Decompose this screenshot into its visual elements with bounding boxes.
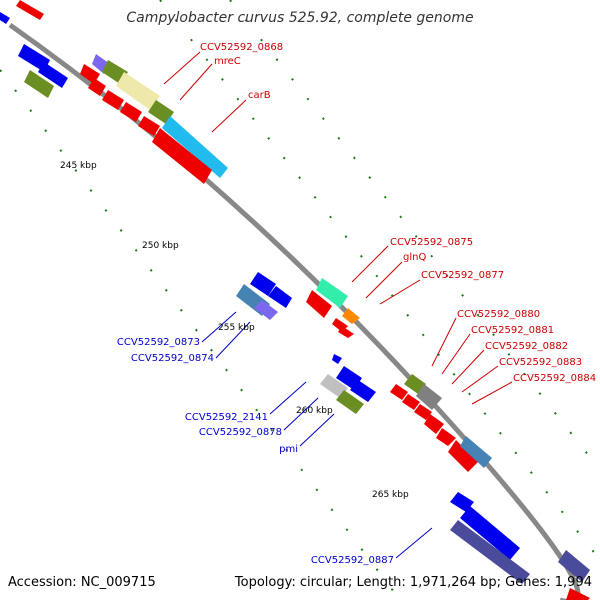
gene-block — [24, 70, 54, 98]
gene-label: CCV52592_2141 — [185, 412, 268, 423]
reverse-genes — [0, 12, 530, 584]
reverse-callouts — [201, 311, 433, 559]
gene-block — [268, 286, 292, 308]
gene-block — [448, 440, 478, 472]
gene-label: CCV52592_0877 — [421, 270, 504, 281]
accession-text: Accession: NC_009715 — [8, 575, 156, 590]
gene-label: CCV52592_0883 — [499, 357, 582, 368]
gene-block — [162, 116, 228, 178]
gene-label: CCV52592_0878 — [199, 427, 282, 438]
gene-block — [336, 390, 364, 414]
forward-gene-labels: CCV52592_0868 mreC carB CCV52592_0875 gl… — [200, 42, 596, 384]
gene-label: CCV52592_0887 — [311, 555, 394, 566]
gene-block — [116, 72, 160, 110]
gene-block — [316, 278, 348, 308]
gene-label: mreC — [214, 56, 241, 67]
gene-block — [342, 308, 360, 324]
gene-block — [390, 384, 408, 400]
gene-block — [320, 374, 348, 398]
gene-label: CCV52592_0884 — [513, 373, 596, 384]
gene-label: carB — [248, 90, 271, 101]
gene-block — [350, 380, 376, 402]
forward-callouts — [163, 51, 513, 405]
map-title: Campylobacter curvus 525.92, complete ge… — [126, 10, 473, 26]
gene-block — [416, 384, 442, 410]
gene-label: CCV52592_0881 — [471, 325, 554, 336]
gene-block — [152, 128, 212, 184]
gene-block — [102, 90, 124, 110]
gene-block — [338, 326, 354, 338]
gene-block — [254, 300, 278, 320]
gene-block — [120, 102, 142, 122]
gene-label: CCV52592_0873 — [117, 337, 200, 348]
forward-genes — [16, 0, 590, 600]
gene-block — [306, 290, 332, 318]
gene-block — [566, 588, 590, 600]
gene-block — [38, 62, 68, 88]
gene-label: glnQ — [403, 252, 426, 263]
gene-block — [332, 354, 342, 364]
genome-summary-text: Topology: circular; Length: 1,971,264 bp… — [234, 575, 592, 590]
gene-block — [402, 394, 420, 410]
gene-block — [404, 374, 426, 394]
gene-block — [18, 44, 50, 72]
gene-label: CCV52592_0880 — [457, 309, 540, 320]
gene-label: CCV52592_0874 — [131, 353, 214, 364]
tick-label: 260 kbp — [296, 406, 333, 416]
tick-label: 250 kbp — [142, 241, 179, 251]
gene-block — [138, 116, 160, 136]
tick-label: 245 kbp — [60, 161, 97, 171]
gene-block — [16, 0, 44, 20]
tick-label: 265 kbp — [372, 490, 409, 500]
gene-block — [450, 492, 474, 512]
gene-block — [460, 506, 520, 560]
gene-block — [424, 414, 444, 434]
gene-block — [460, 436, 492, 468]
gene-block — [0, 12, 10, 24]
tick-label: 255 kbp — [218, 323, 255, 333]
reverse-gene-labels: CCV52592_0873 CCV52592_0874 CCV52592_214… — [117, 337, 394, 566]
gene-block — [148, 100, 174, 124]
tick-labels: 245 kbp 250 kbp 255 kbp 260 kbp 265 kbp — [60, 161, 409, 500]
gene-block — [414, 404, 432, 420]
gene-block — [88, 78, 106, 96]
gene-label: CCV52592_0875 — [390, 237, 473, 248]
gene-block — [450, 520, 530, 584]
gene-block — [436, 428, 456, 446]
gene-block — [250, 272, 276, 296]
gene-label: pmi — [279, 444, 298, 455]
gene-label: CCV52592_0882 — [485, 341, 568, 352]
gene-block — [558, 550, 590, 582]
gene-label: CCV52592_0868 — [200, 42, 283, 53]
